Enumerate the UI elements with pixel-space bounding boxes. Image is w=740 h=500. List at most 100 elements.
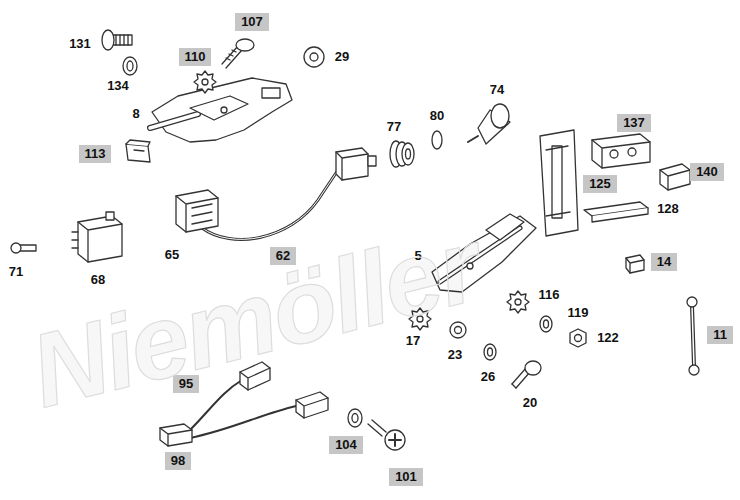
callout-number: 98 [165,452,191,470]
slider-part [660,164,690,190]
callout-number: 26 [479,368,497,386]
small-clip [626,255,644,273]
cable-harness-part [336,148,368,180]
callout-number: 125 [583,175,617,193]
switch-panel [540,130,578,236]
bolt-part [102,30,114,50]
callout-number: 140 [690,163,724,181]
lever-assembly [432,214,536,292]
bolt [512,361,541,388]
relay-part [78,222,122,262]
lever-bracket [150,78,292,142]
callout-number: 128 [655,200,681,218]
pin [11,243,36,253]
strap [687,297,699,375]
cable-harness-part [192,204,212,224]
screw-part [226,50,236,60]
callout-number: 113 [79,145,112,163]
clip-ring-part [127,61,133,71]
bolt-part [525,361,541,375]
connector-block-part [592,140,650,168]
knob [468,104,510,144]
lever-assembly-part [440,228,520,282]
wire-harness-part [296,398,328,418]
wire-harness-part [296,392,328,418]
callout-number: 116 [537,286,562,304]
callout-number: 29 [333,48,351,66]
washer [304,47,324,67]
guide-bar-part [592,208,648,222]
washer-part [540,316,552,332]
bolt-part [112,35,132,45]
watermark: Niemöller [20,209,489,426]
callout-number: 17 [404,332,422,350]
small-clip-part [626,255,644,273]
clip-part [126,140,150,146]
lever-bracket-part [152,78,292,142]
callout-number: 5 [412,247,423,265]
lever-bracket-part [221,107,227,113]
washer-part [304,47,324,67]
clip-part [134,150,144,151]
washer [540,316,552,332]
cable-harness-part [176,190,218,232]
washer-part [544,320,549,328]
callout-number: 74 [488,81,506,99]
switch-panel-part [540,130,578,236]
lever-bracket-part [150,114,198,128]
washer-part [455,327,462,334]
grommet [390,141,414,167]
connector-block [592,134,650,168]
lever-assembly-part [440,228,520,282]
washer [450,322,466,338]
screw-part [389,434,401,446]
star-washer-part [417,316,423,322]
bolt-part [116,35,128,45]
lever-assembly-part [432,216,536,292]
washer-part [488,348,493,356]
callout-number: 137 [617,114,651,132]
bolt [102,30,132,50]
connector-block-part [592,134,650,168]
star-washer [194,71,216,93]
o-ring [432,131,442,149]
lever-bracket-part [190,96,248,120]
small-clip-part [626,258,644,273]
callout-number: 68 [89,271,107,289]
star-washer-part [194,71,216,93]
wire-harness [160,362,328,446]
o-ring-part [432,131,442,149]
wire-harness-part [160,424,192,446]
cable-harness-part [202,170,338,239]
grommet-part [406,149,411,159]
callout-number: 8 [130,105,141,123]
wire-harness-part [190,406,296,438]
slider [660,164,690,190]
cable-harness-part [368,156,376,166]
relay [72,212,122,262]
washer-part [450,322,466,338]
cable-harness [176,148,376,239]
switch-panel-part [552,146,562,218]
callout-number: 65 [163,246,181,264]
wire-harness-part [240,362,270,390]
strap-part [692,306,694,366]
wire-harness-part [160,428,192,446]
screw-part [385,430,405,450]
relay-part [72,232,78,248]
screw [222,39,254,68]
slider-part [660,170,690,190]
callout-number: 23 [446,346,464,364]
cable-harness-part [202,170,338,239]
callout-number: 77 [385,118,403,136]
screw-part [368,420,386,436]
callout-number: 104 [329,436,363,454]
star-washer-part [507,291,529,313]
clip-ring [123,57,137,75]
knob-part [491,104,509,128]
star-washer-part [515,299,521,305]
lever-assembly-part [467,263,473,269]
washer-part [310,53,318,61]
